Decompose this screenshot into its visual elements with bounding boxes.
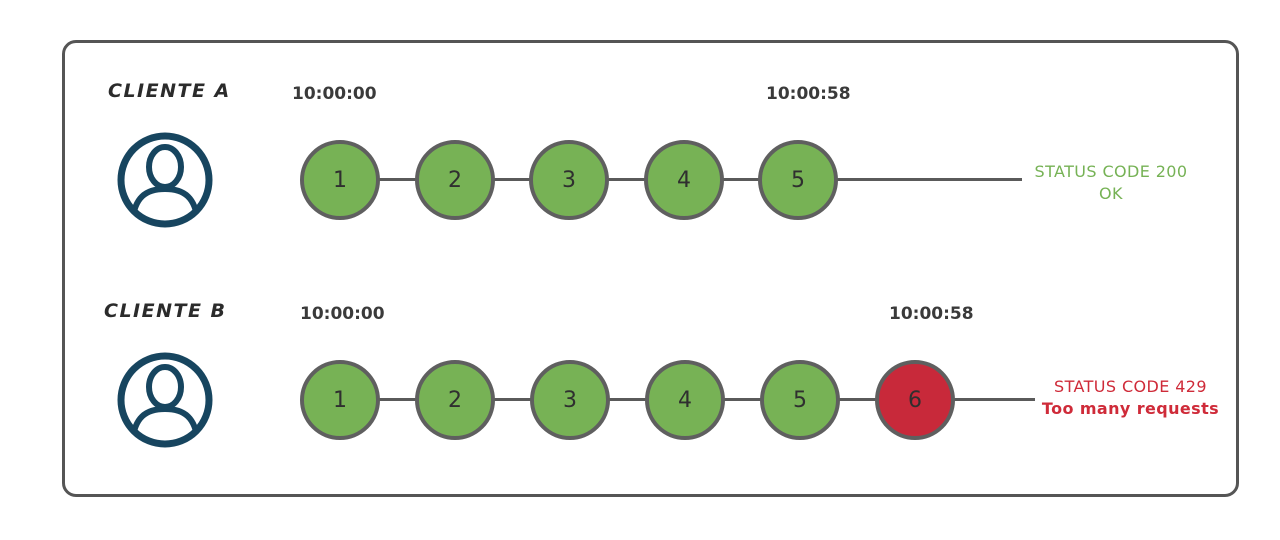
client-b-status-text: STATUS CODE 429 Too many requests	[1028, 376, 1233, 419]
client-a-start-time: 10:00:00	[292, 84, 377, 104]
status-code-line: STATUS CODE 200	[1034, 162, 1188, 181]
request-node: 1	[300, 360, 380, 440]
request-node: 5	[758, 140, 838, 220]
request-node: 1	[300, 140, 380, 220]
status-code-line: STATUS CODE 429	[1054, 377, 1207, 396]
request-node: 4	[645, 360, 725, 440]
client-a-status-text: STATUS CODE 200 OK	[1026, 161, 1196, 204]
request-node: 3	[529, 140, 609, 220]
client-b-label: CLIENTE B	[104, 300, 227, 322]
request-node: 2	[415, 360, 495, 440]
user-icon	[117, 352, 213, 448]
request-node: 3	[530, 360, 610, 440]
status-detail-line: Too many requests	[1041, 398, 1220, 418]
client-b-end-time: 10:00:58	[889, 304, 974, 324]
client-a-end-time: 10:00:58	[766, 84, 851, 104]
user-icon	[117, 132, 213, 228]
diagram-frame	[62, 40, 1239, 497]
request-node: 4	[644, 140, 724, 220]
request-node-rate-limited: 6	[875, 360, 955, 440]
status-detail-line: OK	[1099, 183, 1123, 203]
client-b-start-time: 10:00:00	[300, 304, 385, 324]
request-node: 2	[415, 140, 495, 220]
client-a-label: CLIENTE A	[108, 80, 231, 102]
request-node: 5	[760, 360, 840, 440]
